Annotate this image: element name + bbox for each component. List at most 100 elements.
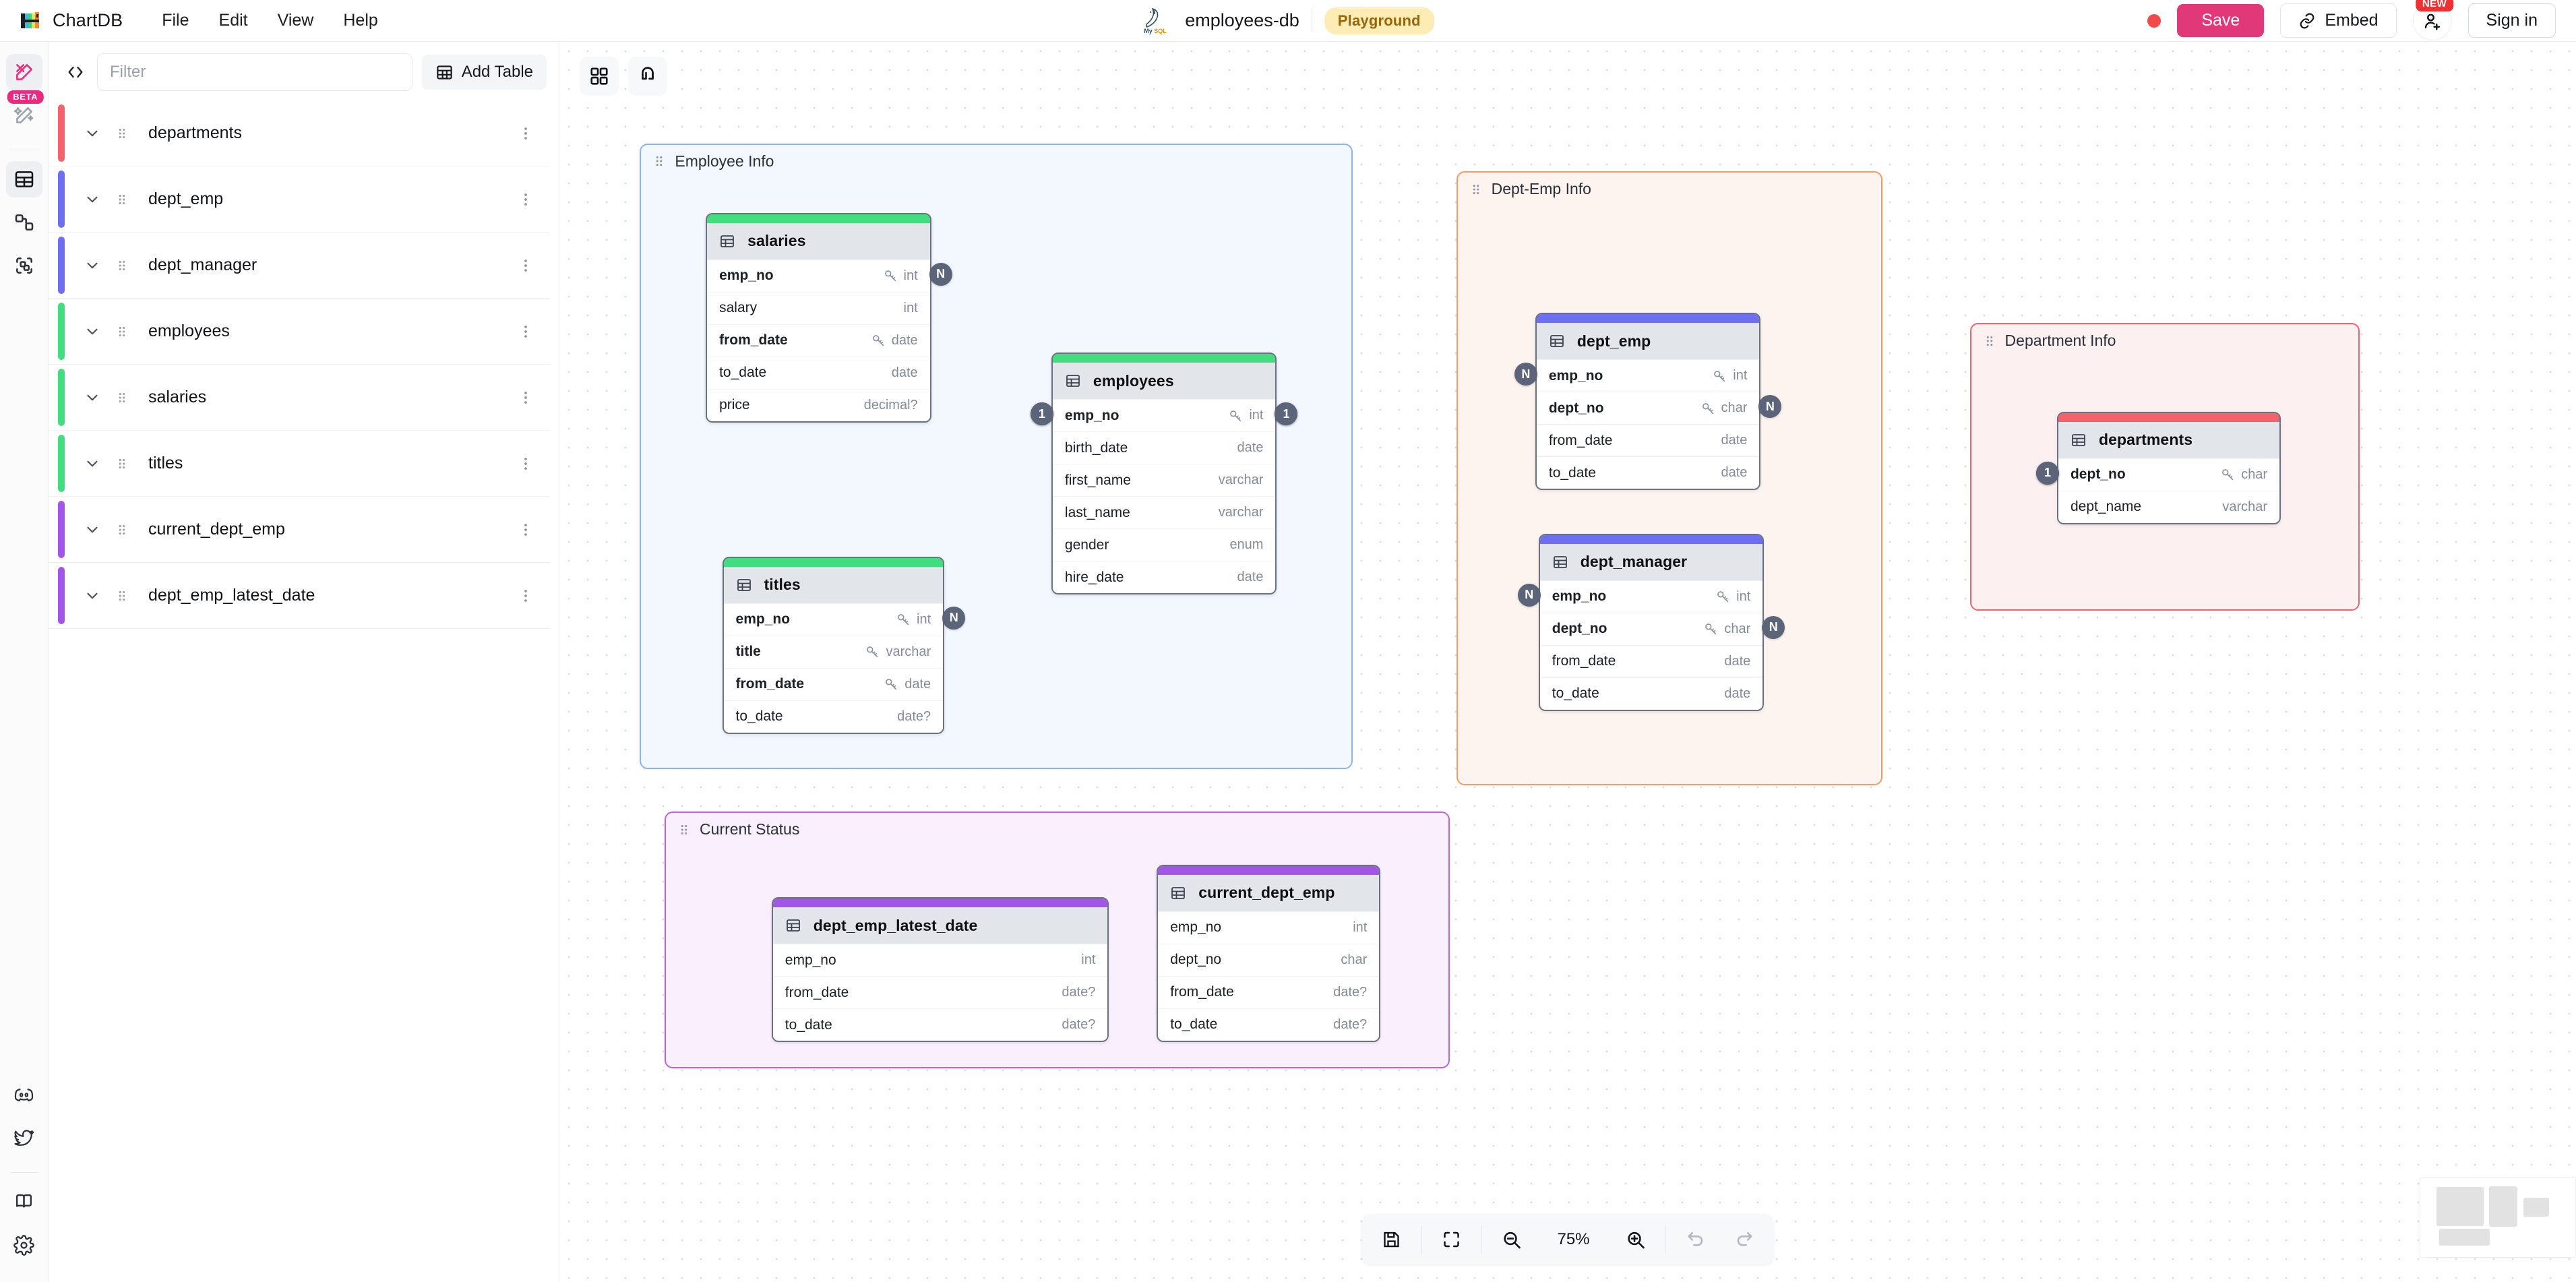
table-list-item[interactable]: dept_emp_latest_date: [49, 563, 549, 629]
expand-chevron-icon[interactable]: [84, 587, 106, 605]
add-table-button[interactable]: Add Table: [421, 55, 547, 90]
table-drag-handle[interactable]: [115, 588, 137, 603]
zoom-out-button[interactable]: [1489, 1220, 1535, 1259]
rail-item-docs[interactable]: [6, 1184, 42, 1220]
rail-item-ai-wand[interactable]: BETA: [6, 90, 44, 133]
table-node-header[interactable]: current_dept_emp: [1158, 874, 1380, 911]
table-drag-handle[interactable]: [115, 456, 137, 471]
table-options-button[interactable]: [517, 257, 534, 274]
table-field-row[interactable]: title varchar: [723, 635, 944, 668]
redo-button[interactable]: [1721, 1220, 1767, 1259]
table-field-row[interactable]: dept_no char: [1536, 392, 1760, 425]
table-field-row[interactable]: to_date date?: [723, 700, 944, 733]
table-field-row[interactable]: to_date date?: [1158, 1008, 1380, 1041]
table-field-row[interactable]: emp_no int: [1539, 580, 1763, 613]
table-field-row[interactable]: salary int: [707, 291, 930, 324]
table-field-row[interactable]: to_date date: [1536, 456, 1760, 489]
expand-chevron-icon[interactable]: [84, 389, 106, 406]
table-list-item[interactable]: employees: [49, 299, 549, 365]
sign-in-button[interactable]: Sign in: [2467, 3, 2556, 38]
rail-item-dependencies[interactable]: [6, 247, 42, 284]
undo-button[interactable]: [1673, 1220, 1719, 1259]
table-node-header[interactable]: dept_manager: [1539, 543, 1763, 580]
table-drag-handle[interactable]: [115, 192, 137, 207]
expand-chevron-icon[interactable]: [84, 191, 106, 208]
rail-item-relationships[interactable]: [6, 204, 42, 241]
table-list-item[interactable]: current_dept_emp: [49, 497, 549, 563]
table-field-row[interactable]: from_date date: [1539, 644, 1763, 677]
table-options-button[interactable]: [517, 587, 534, 605]
table-options-button[interactable]: [517, 389, 534, 406]
minimap[interactable]: [2420, 1177, 2576, 1258]
table-options-button[interactable]: [517, 521, 534, 539]
table-node[interactable]: departments dept_no char dept_name varch…: [2056, 411, 2281, 524]
document-title[interactable]: employees-db: [1185, 10, 1299, 30]
table-node[interactable]: employees emp_no int birth_date date fir…: [1051, 353, 1277, 595]
table-node-header[interactable]: departments: [2058, 421, 2280, 458]
table-node[interactable]: titles emp_no int title varchar from_dat…: [722, 556, 945, 734]
table-field-row[interactable]: to_date date: [707, 356, 930, 389]
table-field-row[interactable]: last_name varchar: [1052, 496, 1276, 529]
table-field-row[interactable]: dept_no char: [1158, 943, 1380, 976]
table-field-row[interactable]: from_date date?: [772, 976, 1108, 1009]
save-button[interactable]: Save: [2177, 3, 2265, 38]
snap-to-grid-button[interactable]: [628, 57, 667, 96]
collapse-sidebar-button[interactable]: [63, 60, 88, 84]
table-field-row[interactable]: emp_no int: [707, 259, 930, 292]
table-node[interactable]: dept_emp_latest_date emp_no int from_dat…: [771, 897, 1109, 1043]
area-drag-handle[interactable]: [677, 822, 692, 837]
table-options-button[interactable]: [517, 125, 534, 142]
table-field-row[interactable]: emp_no int: [723, 603, 944, 636]
table-field-row[interactable]: to_date date: [1539, 677, 1763, 710]
table-node[interactable]: dept_emp emp_no int dept_no char from_da…: [1535, 313, 1761, 491]
table-node[interactable]: dept_manager emp_no int dept_no char fro…: [1538, 533, 1765, 711]
table-field-row[interactable]: from_date date: [1536, 424, 1760, 457]
table-field-row[interactable]: emp_no int: [772, 944, 1108, 977]
table-field-row[interactable]: dept_no char: [2058, 458, 2280, 491]
table-field-row[interactable]: from_date date: [723, 667, 944, 700]
fit-view-button[interactable]: [1429, 1220, 1475, 1259]
expand-chevron-icon[interactable]: [84, 455, 106, 472]
expand-chevron-icon[interactable]: [84, 125, 106, 142]
table-field-row[interactable]: emp_no int: [1536, 359, 1760, 392]
table-drag-handle[interactable]: [115, 324, 137, 339]
table-drag-handle[interactable]: [115, 390, 137, 405]
table-field-row[interactable]: hire_date date: [1052, 561, 1276, 594]
table-field-row[interactable]: gender enum: [1052, 528, 1276, 561]
expand-chevron-icon[interactable]: [84, 323, 106, 340]
table-node-header[interactable]: employees: [1052, 363, 1276, 400]
table-field-row[interactable]: price decimal?: [707, 388, 930, 421]
area-drag-handle[interactable]: [652, 154, 667, 169]
table-options-button[interactable]: [517, 323, 534, 340]
rail-item-ai-tools[interactable]: [5, 54, 42, 90]
expand-chevron-icon[interactable]: [84, 257, 106, 274]
table-options-button[interactable]: [517, 191, 534, 208]
rail-item-settings[interactable]: [6, 1227, 42, 1263]
rail-item-twitter[interactable]: [6, 1120, 42, 1156]
table-list-item[interactable]: salaries: [49, 365, 549, 431]
table-node[interactable]: current_dept_emp emp_no int dept_no char…: [1157, 864, 1381, 1042]
table-node-header[interactable]: dept_emp: [1536, 323, 1760, 360]
table-field-row[interactable]: to_date date?: [772, 1008, 1108, 1041]
zoom-level[interactable]: 75%: [1557, 1230, 1590, 1248]
tables-list[interactable]: departments dept_emp dept_manager: [49, 100, 559, 1282]
rail-item-discord[interactable]: [6, 1076, 42, 1113]
area-drag-handle[interactable]: [1469, 182, 1483, 197]
table-list-item[interactable]: departments: [49, 100, 549, 166]
table-field-row[interactable]: from_date date?: [1158, 975, 1380, 1008]
save-diagram-button[interactable]: [1369, 1220, 1415, 1259]
account-button[interactable]: NEW: [2412, 0, 2454, 40]
zoom-in-button[interactable]: [1613, 1220, 1659, 1259]
area-drag-handle[interactable]: [1982, 334, 1997, 348]
table-drag-handle[interactable]: [115, 522, 137, 537]
table-field-row[interactable]: birth_date date: [1052, 431, 1276, 464]
table-drag-handle[interactable]: [115, 258, 137, 273]
table-field-row[interactable]: emp_no int: [1158, 911, 1380, 944]
table-list-item[interactable]: titles: [49, 431, 549, 497]
expand-chevron-icon[interactable]: [84, 521, 106, 539]
table-field-row[interactable]: first_name varchar: [1052, 464, 1276, 497]
menu-help[interactable]: Help: [343, 11, 378, 30]
table-drag-handle[interactable]: [115, 126, 137, 141]
rail-item-tables[interactable]: [5, 161, 42, 197]
table-options-button[interactable]: [517, 455, 534, 472]
